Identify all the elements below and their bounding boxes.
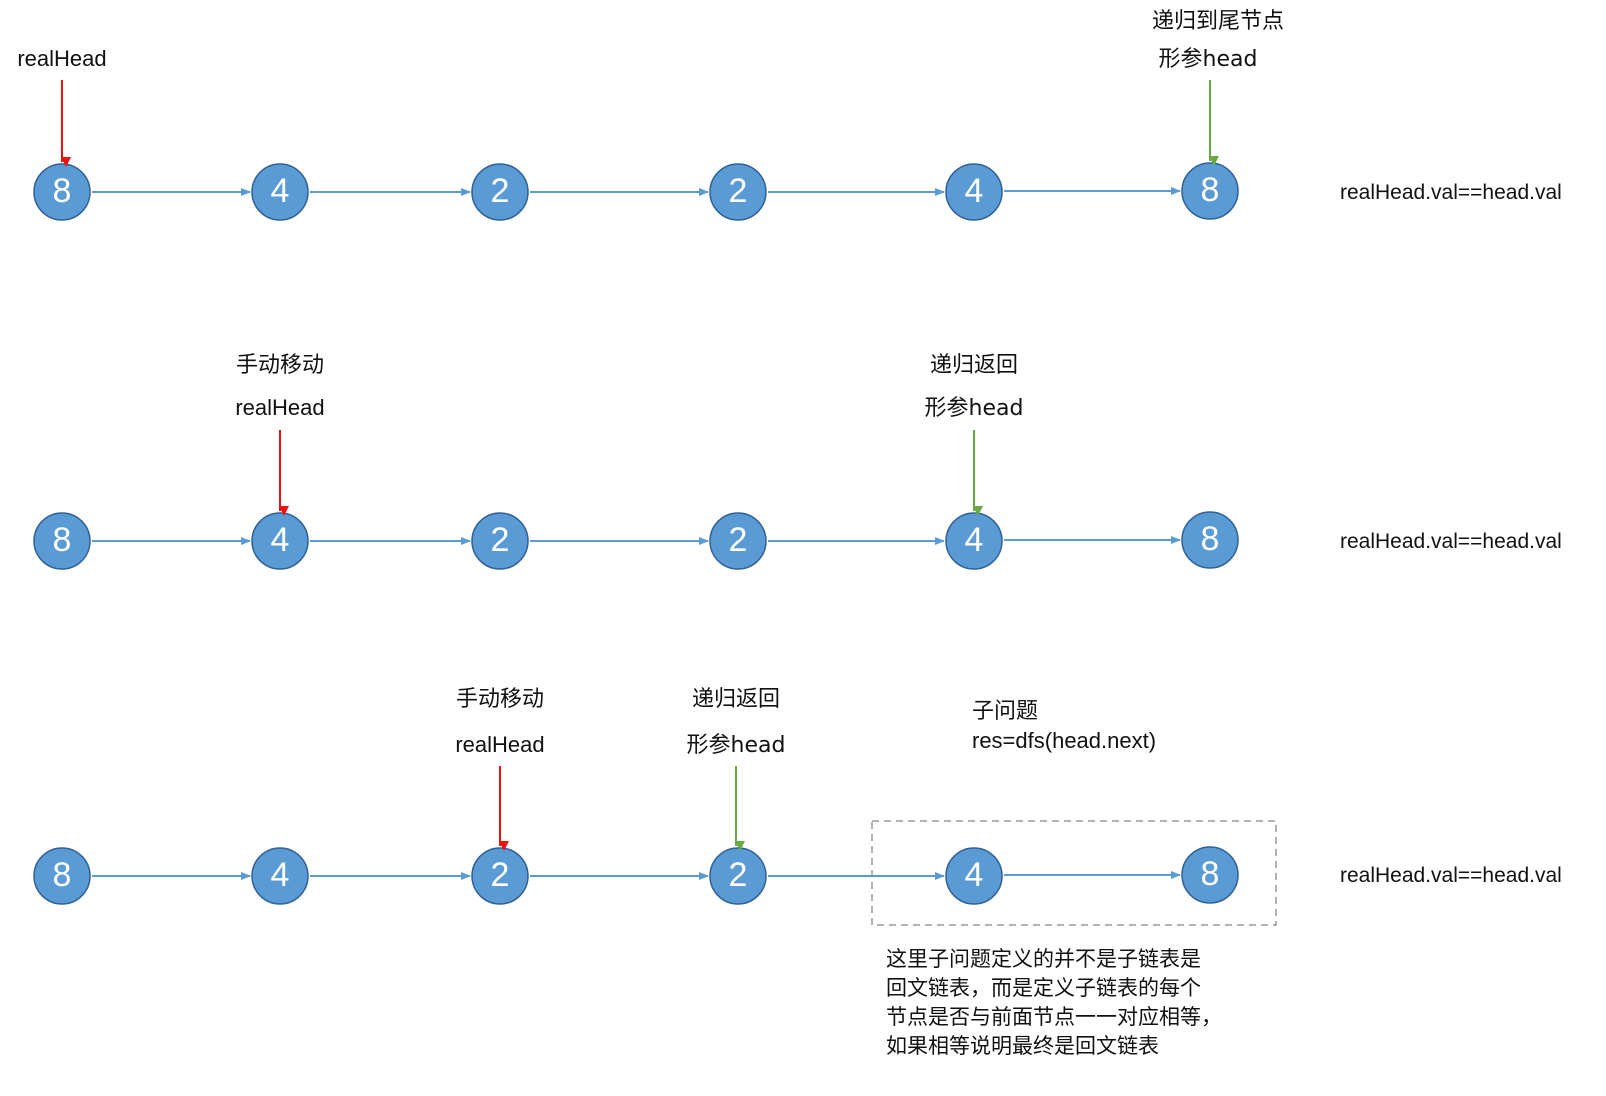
- list-node: 2: [709, 512, 767, 570]
- row-2: 8 4 2 2 4 8 手动移动 rea: [33, 687, 1562, 1058]
- node-value: 2: [491, 172, 510, 210]
- head-pointer-label: 形参head: [1159, 47, 1258, 72]
- list-node: 4: [945, 512, 1003, 570]
- note-line: 如果相等说明最终是回文链表: [886, 1034, 1159, 1058]
- node-value: 4: [965, 521, 984, 559]
- head-pointer-caption: 递归返回: [930, 353, 1018, 378]
- condition-label: realHead.val==head.val: [1340, 181, 1562, 204]
- note-line: 节点是否与前面节点一一对应相等，: [886, 1005, 1222, 1029]
- list-node: 2: [709, 163, 767, 221]
- real-head-label: realHead: [235, 395, 324, 420]
- list-node: 2: [471, 847, 529, 905]
- node-value: 8: [1201, 855, 1220, 893]
- row-2-nodes: 8 4 2 2 4 8: [33, 846, 1239, 905]
- row-1: 8 4 2 2 4 8 手动移动 rea: [33, 353, 1562, 570]
- subproblem-box: [871, 820, 1277, 926]
- note-line: 这里子问题定义的并不是子链表是: [886, 947, 1201, 971]
- list-node: 4: [251, 163, 309, 221]
- row-1-links: [92, 536, 1181, 545]
- real-head-label: realHead: [455, 732, 544, 757]
- condition-label: realHead.val==head.val: [1340, 864, 1562, 887]
- subproblem-note: 这里子问题定义的并不是子链表是 回文链表，而是定义子链表的每个 节点是否与前面节…: [886, 947, 1222, 1058]
- node-value: 4: [965, 856, 984, 894]
- row-2-links: [92, 871, 1181, 880]
- subproblem-call: res=dfs(head.next): [972, 728, 1156, 753]
- node-value: 8: [1201, 520, 1220, 558]
- list-node: 8: [1181, 511, 1239, 569]
- list-node: 8: [33, 512, 91, 570]
- row-0-links: [92, 187, 1181, 196]
- head-pointer-label: 形参head: [925, 396, 1024, 421]
- list-node: 8: [33, 163, 91, 221]
- node-value: 2: [491, 856, 510, 894]
- node-value: 4: [965, 172, 984, 210]
- list-node: 2: [471, 512, 529, 570]
- node-value: 2: [729, 172, 748, 210]
- list-node: 4: [251, 512, 309, 570]
- node-value: 2: [491, 521, 510, 559]
- real-head-caption: 手动移动: [236, 353, 324, 378]
- node-value: 8: [53, 856, 72, 894]
- head-pointer-label: 形参head: [687, 733, 786, 758]
- node-value: 4: [271, 856, 290, 894]
- row-0: 8 4 2 2 4 8 realHead: [17, 9, 1562, 221]
- list-node: 2: [471, 163, 529, 221]
- node-value: 2: [729, 856, 748, 894]
- list-node: 4: [945, 847, 1003, 905]
- node-value: 4: [271, 172, 290, 210]
- condition-label: realHead.val==head.val: [1340, 530, 1562, 553]
- node-value: 8: [53, 172, 72, 210]
- note-line: 回文链表，而是定义子链表的每个: [886, 976, 1201, 1000]
- list-node: 8: [1181, 162, 1239, 220]
- list-node: 8: [33, 847, 91, 905]
- list-node: 2: [709, 847, 767, 905]
- head-pointer-caption: 递归返回: [692, 687, 780, 712]
- row-1-nodes: 8 4 2 2 4 8: [33, 511, 1239, 570]
- node-value: 8: [1201, 171, 1220, 209]
- head-pointer-caption: 递归到尾节点: [1152, 9, 1284, 34]
- list-node: 4: [945, 163, 1003, 221]
- list-node: 4: [251, 847, 309, 905]
- list-node: 8: [1181, 846, 1239, 904]
- real-head-label: realHead: [17, 46, 106, 71]
- node-value: 2: [729, 521, 748, 559]
- subproblem-title: 子问题: [972, 699, 1038, 724]
- node-value: 4: [271, 521, 290, 559]
- row-0-nodes: 8 4 2 2 4 8: [33, 162, 1239, 221]
- real-head-caption: 手动移动: [456, 687, 544, 712]
- node-value: 8: [53, 521, 72, 559]
